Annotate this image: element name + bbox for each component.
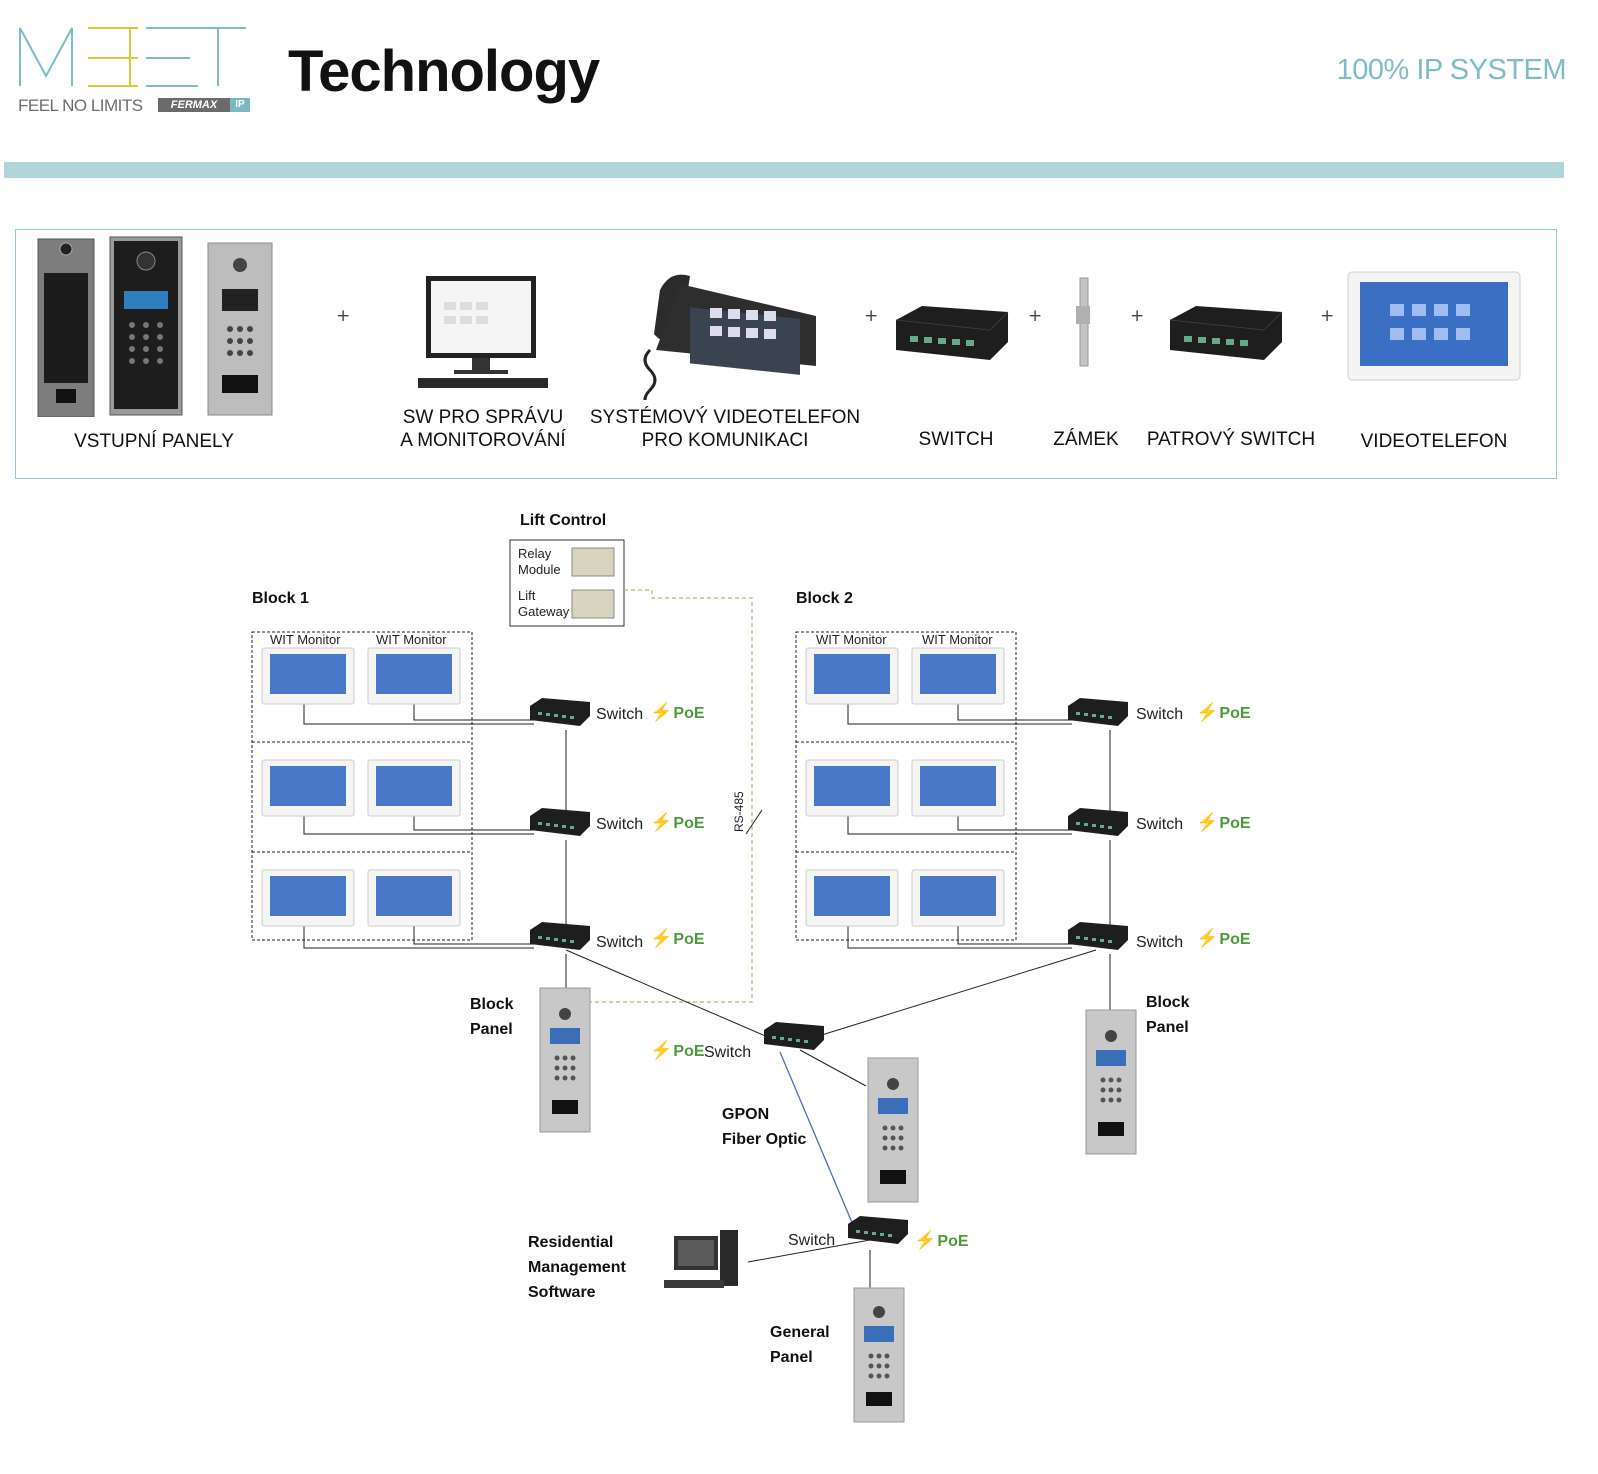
poe-badge: ⚡PoE (650, 812, 705, 833)
poe-badge: ⚡PoE (650, 1040, 705, 1061)
poe-badge: ⚡PoE (1196, 702, 1251, 723)
lift-gateway-device (571, 589, 615, 619)
plus-sign: + (864, 306, 879, 326)
switch-label: Switch (596, 706, 644, 723)
wit-monitor-label: WIT Monitor (376, 632, 447, 647)
page-subtitle: 100% IP SYSTEM (1336, 54, 1567, 86)
lightning-icon: ⚡ (650, 928, 673, 948)
general-panel-device (853, 1287, 905, 1423)
poe-badge: ⚡PoE (650, 928, 705, 949)
poe-label: PoE (673, 815, 705, 832)
logo-ip-badge: IP (230, 98, 250, 112)
lift-gateway-label: Lift Gateway (518, 588, 570, 619)
block-panel-right-label: Block Panel (1146, 994, 1190, 1036)
lightning-icon: ⚡ (1196, 812, 1219, 832)
rs485-label: RS-485 (732, 791, 746, 832)
diagram-connections (251, 539, 1137, 1423)
lightning-icon: ⚡ (1196, 702, 1219, 722)
product-label-lock: ZÁMEK (1053, 429, 1119, 450)
network-switch-icon (1169, 306, 1283, 360)
lightning-icon: ⚡ (650, 1040, 673, 1060)
lock-icon (1076, 277, 1090, 367)
pc-monitor-icon (418, 276, 548, 388)
wall-videophone-icon (1347, 271, 1521, 381)
residential-pc-device (664, 1230, 738, 1288)
block-panel-left-device (539, 987, 591, 1133)
block-panel-right-device (1085, 1009, 1137, 1155)
network-switch-icon (895, 306, 1009, 360)
switch-label: Switch (788, 1232, 836, 1249)
door-panels-icon (37, 236, 273, 417)
poe-label: PoE (1219, 705, 1251, 722)
switch-label: Switch (1136, 816, 1184, 833)
block1-title: Block 1 (252, 590, 309, 607)
lift-control-title: Lift Control (520, 512, 607, 529)
product-label-switch: SWITCH (918, 429, 994, 450)
rs485-line (590, 589, 753, 1003)
page-title: Technology (288, 39, 600, 104)
block2-frame (795, 631, 1017, 941)
plus-sign: + (1028, 306, 1043, 326)
wit-monitor-label: WIT Monitor (922, 632, 993, 647)
wit-monitor-label: WIT Monitor (270, 632, 341, 647)
lightning-icon: ⚡ (1196, 928, 1219, 948)
switch-label: Switch (596, 816, 644, 833)
general-panel-label: General Panel (770, 1324, 830, 1366)
logo-brand: FERMAX (158, 98, 230, 112)
residential-software-label: Residential Management Software (528, 1234, 626, 1301)
switch-label: Switch (1136, 706, 1184, 723)
product-strip: VSTUPNÍ PANELY + SW PRO SPRÁVU A MONITOR… (15, 229, 1557, 479)
poe-label: PoE (673, 705, 705, 722)
wit-monitors (261, 647, 1005, 927)
poe-badge: ⚡PoE (1196, 928, 1251, 949)
lightning-icon: ⚡ (914, 1230, 937, 1250)
block1-frame (251, 631, 473, 941)
meet-logo-mark (19, 27, 246, 87)
relay-module-label: Relay Module (518, 546, 561, 577)
lightning-icon: ⚡ (650, 702, 673, 722)
plus-sign: + (336, 306, 351, 326)
wit-monitor-label: WIT Monitor (816, 632, 887, 647)
block2-title: Block 2 (796, 590, 853, 607)
rs485-tick (745, 809, 763, 835)
plus-sign: + (1320, 306, 1335, 326)
switch-label: Switch (1136, 934, 1184, 951)
meet-logo: FEEL NO LIMITS FERMAX IP (18, 24, 258, 119)
logo-tagline: FEEL NO LIMITS (18, 96, 143, 115)
switch-label: Switch (704, 1044, 752, 1061)
product-label-wall-videophone: VIDEOTELEFON (1360, 431, 1508, 452)
product-label-software: SW PRO SPRÁVU A MONITOROVÁNÍ (400, 407, 566, 451)
lightning-icon: ⚡ (650, 812, 673, 832)
poe-label: PoE (1219, 815, 1251, 832)
product-label-door-panels: VSTUPNÍ PANELY (74, 431, 234, 452)
central-panel-device (867, 1057, 919, 1203)
poe-label: PoE (937, 1233, 969, 1250)
poe-label: PoE (1219, 931, 1251, 948)
desk-videophone-icon (643, 274, 816, 400)
switch-devices (530, 698, 1128, 1244)
product-label-videophone-system: SYSTÉMOVÝ VIDEOTELEFON PRO KOMUNIKACI (589, 407, 861, 451)
poe-label: PoE (673, 931, 705, 948)
gpon-label: GPON Fiber Optic (722, 1106, 807, 1148)
poe-badge: ⚡PoE (914, 1230, 969, 1251)
product-label-floor-switch: PATROVÝ SWITCH (1146, 429, 1316, 450)
header-divider (4, 162, 1564, 178)
switch-label: Switch (596, 934, 644, 951)
network-diagram: Lift Control Relay Module Lift Gateway R… (0, 490, 1598, 1474)
gpon-fiber-line (779, 1051, 857, 1233)
relay-module-device (571, 547, 615, 577)
poe-badge: ⚡PoE (1196, 812, 1251, 833)
plus-sign: + (1130, 306, 1145, 326)
poe-badge: ⚡PoE (650, 702, 705, 723)
poe-label: PoE (673, 1043, 705, 1060)
block-panel-left-label: Block Panel (470, 996, 514, 1038)
